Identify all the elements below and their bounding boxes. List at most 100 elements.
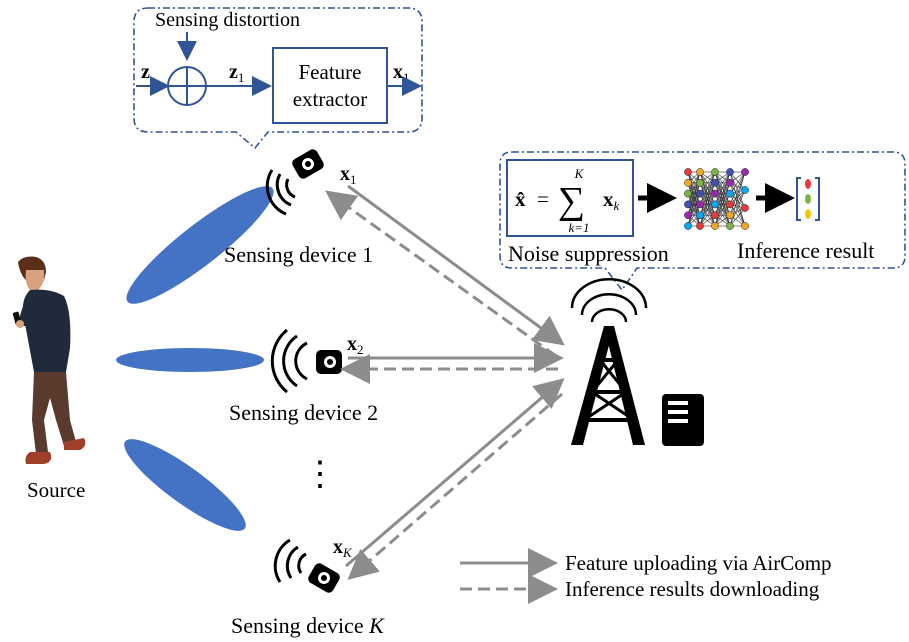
- nn-neuron: [741, 222, 749, 230]
- legend-solid-label: Feature uploading via AirComp: [565, 551, 832, 575]
- nn-neuron: [711, 222, 719, 230]
- aggregation-box: [506, 159, 634, 237]
- nn-connection: [699, 193, 716, 227]
- nn-neuron: [696, 168, 704, 176]
- nn-neuron: [741, 186, 749, 194]
- antenna-signal-icon: [570, 278, 648, 323]
- sensing-device-k-label: Sensing device K: [231, 613, 385, 638]
- nn-neuron: [726, 189, 734, 198]
- sensing-beam-2: [116, 348, 264, 372]
- nn-neuron: [684, 178, 692, 187]
- device-callout: [133, 7, 423, 150]
- sensing-device-1-label: Sensing device 1: [224, 242, 373, 267]
- nn-neuron: [684, 222, 692, 230]
- link-device-k: [345, 378, 565, 580]
- nn-connection: [729, 171, 746, 191]
- nn-connection: [714, 171, 731, 205]
- nn-neuron: [726, 222, 734, 230]
- x1-output-label: x1: [393, 61, 410, 85]
- link-device-1: [325, 184, 565, 358]
- nn-neuron: [684, 211, 692, 220]
- nn-neuron: [684, 200, 692, 209]
- downlink-arrow-k: [347, 392, 563, 580]
- nn-neuron: [684, 168, 692, 176]
- svg-text:=: =: [537, 187, 549, 211]
- nn-connection: [687, 193, 701, 227]
- nn-neuron: [696, 211, 704, 220]
- feature-extractor-label-1: Feature: [299, 60, 362, 84]
- aggregation-equation: x̂ = ∑ K k=1 xk: [515, 166, 620, 235]
- device-ellipsis: ⋮: [303, 456, 337, 493]
- nn-neuron: [726, 178, 734, 187]
- nn-connection: [714, 171, 731, 194]
- nn-neuron: [711, 211, 719, 220]
- base-station-tower-icon: [571, 326, 645, 445]
- uplink-arrow-k: [345, 378, 565, 568]
- neural-network-icon: [684, 168, 749, 230]
- z-input-label: z: [141, 61, 150, 83]
- nn-connection: [729, 189, 746, 216]
- sensing-device-2-label: Sensing device 2: [229, 400, 378, 425]
- nn-neuron: [696, 189, 704, 198]
- uplink-arrow-1: [347, 184, 565, 346]
- nn-connection: [699, 171, 716, 216]
- source-person-icon: [12, 256, 86, 464]
- nn-connection: [729, 182, 746, 209]
- legend-dashed-label: Inference results downloading: [565, 577, 820, 601]
- svg-text:xk: xk: [603, 187, 620, 213]
- nn-neuron: [696, 222, 704, 230]
- nn-neuron: [726, 168, 734, 176]
- svg-text:x̂: x̂: [515, 187, 526, 211]
- svg-text:K: K: [574, 166, 585, 181]
- nn-neuron: [711, 200, 719, 209]
- nn-connection: [729, 171, 746, 216]
- nn-connection: [729, 171, 746, 209]
- sensing-beam-1: [126, 186, 274, 304]
- downlink-arrow-1: [325, 190, 557, 358]
- nn-neuron: [696, 200, 704, 209]
- nn-connection: [729, 207, 746, 227]
- inference-result-label: Inference result: [737, 238, 874, 263]
- nn-connection: [699, 182, 716, 227]
- xk-device-label: xK: [333, 536, 353, 560]
- z1-label: z1: [229, 61, 244, 85]
- nn-neuron: [711, 178, 719, 187]
- nn-connection: [714, 182, 731, 227]
- nn-connection: [729, 171, 746, 194]
- nn-connection: [714, 204, 731, 227]
- x2-device-label: x2: [347, 333, 364, 357]
- sensing-distortion-label: Sensing distortion: [155, 9, 300, 31]
- noise-suppression-label: Noise suppression: [508, 241, 669, 266]
- nn-connection: [699, 171, 716, 194]
- nn-neuron: [711, 189, 719, 198]
- nn-connection: [687, 171, 701, 216]
- sensing-device-k-icon: [273, 538, 340, 593]
- legend: Feature uploading via AirComp Inference …: [460, 548, 832, 604]
- nn-neuron: [711, 168, 719, 176]
- nn-connection: [729, 171, 746, 205]
- nn-neuron: [696, 178, 704, 187]
- nn-neuron: [741, 168, 749, 176]
- feature-extractor-box: [272, 47, 388, 124]
- nn-neuron: [726, 200, 734, 209]
- nn-neuron: [684, 189, 692, 198]
- server-callout: [499, 151, 906, 292]
- nn-neuron: [726, 211, 734, 220]
- nn-connection: [687, 171, 701, 194]
- adder-node: [167, 66, 207, 106]
- nn-connection: [714, 193, 731, 227]
- sensing-beam-k: [124, 439, 246, 531]
- source-label: Source: [27, 478, 85, 502]
- nn-connection: [687, 204, 701, 227]
- feature-extractor-label-2: extractor: [293, 87, 368, 111]
- nn-connection: [729, 189, 746, 227]
- svg-text:k=1: k=1: [568, 220, 589, 235]
- x1-device-label: x1: [340, 163, 357, 187]
- nn-connection: [687, 171, 701, 205]
- nn-connection: [699, 171, 716, 205]
- link-device-2: [340, 343, 564, 384]
- inference-result-vector-icon: [796, 177, 820, 221]
- edge-server-icon: [662, 394, 704, 446]
- sensing-device-2-icon: [270, 328, 342, 394]
